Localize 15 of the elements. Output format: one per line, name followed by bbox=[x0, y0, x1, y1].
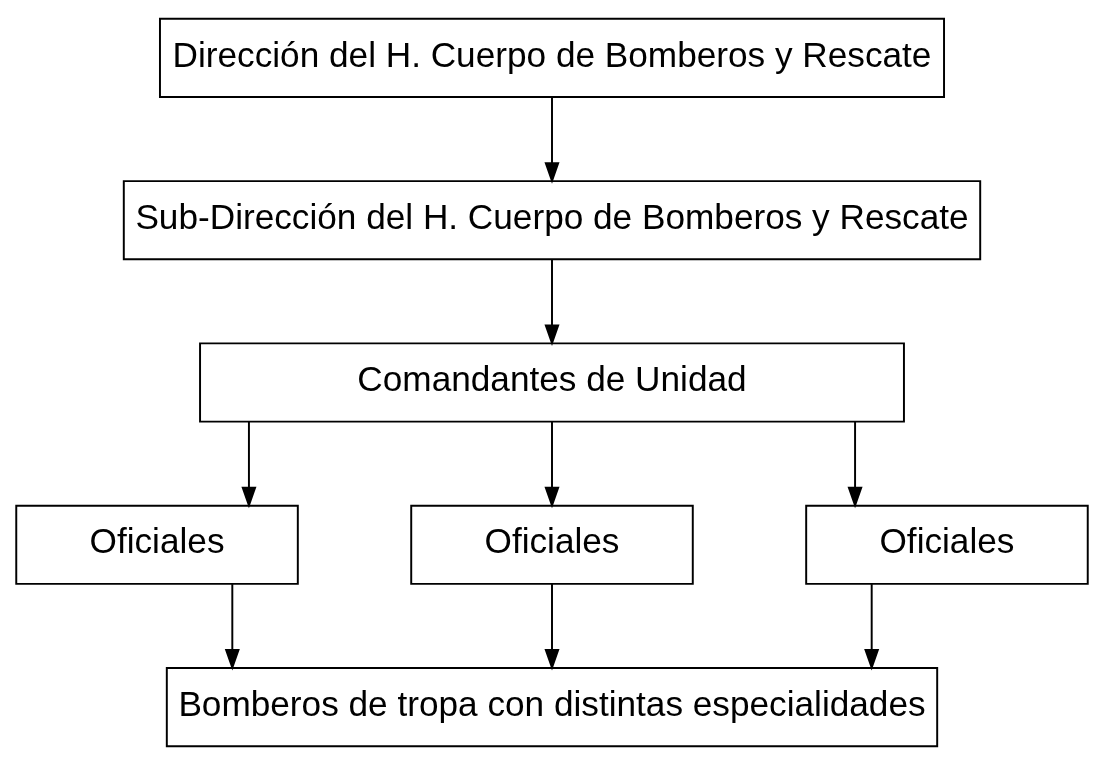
arrow bbox=[241, 420, 257, 509]
arrow bbox=[847, 420, 863, 509]
arrow bbox=[544, 96, 560, 184]
node-box: Oficiales bbox=[410, 504, 694, 585]
node-box: Sub-Dirección del H. Cuerpo de Bomberos y Rescate bbox=[122, 180, 982, 261]
node-box: Oficiales bbox=[15, 504, 299, 585]
node-box: Dirección del H. Cuerpo de Bomberos y Rescate bbox=[159, 17, 945, 98]
node-box: Bomberos de tropa con distintas especialidades bbox=[165, 667, 939, 748]
arrow bbox=[864, 583, 880, 671]
arrow bbox=[544, 583, 560, 671]
node-box: Comandantes de Unidad bbox=[199, 342, 905, 423]
arrow bbox=[544, 420, 560, 509]
arrow bbox=[544, 258, 560, 346]
arrow bbox=[224, 583, 240, 671]
node-box: Oficiales bbox=[805, 504, 1089, 585]
